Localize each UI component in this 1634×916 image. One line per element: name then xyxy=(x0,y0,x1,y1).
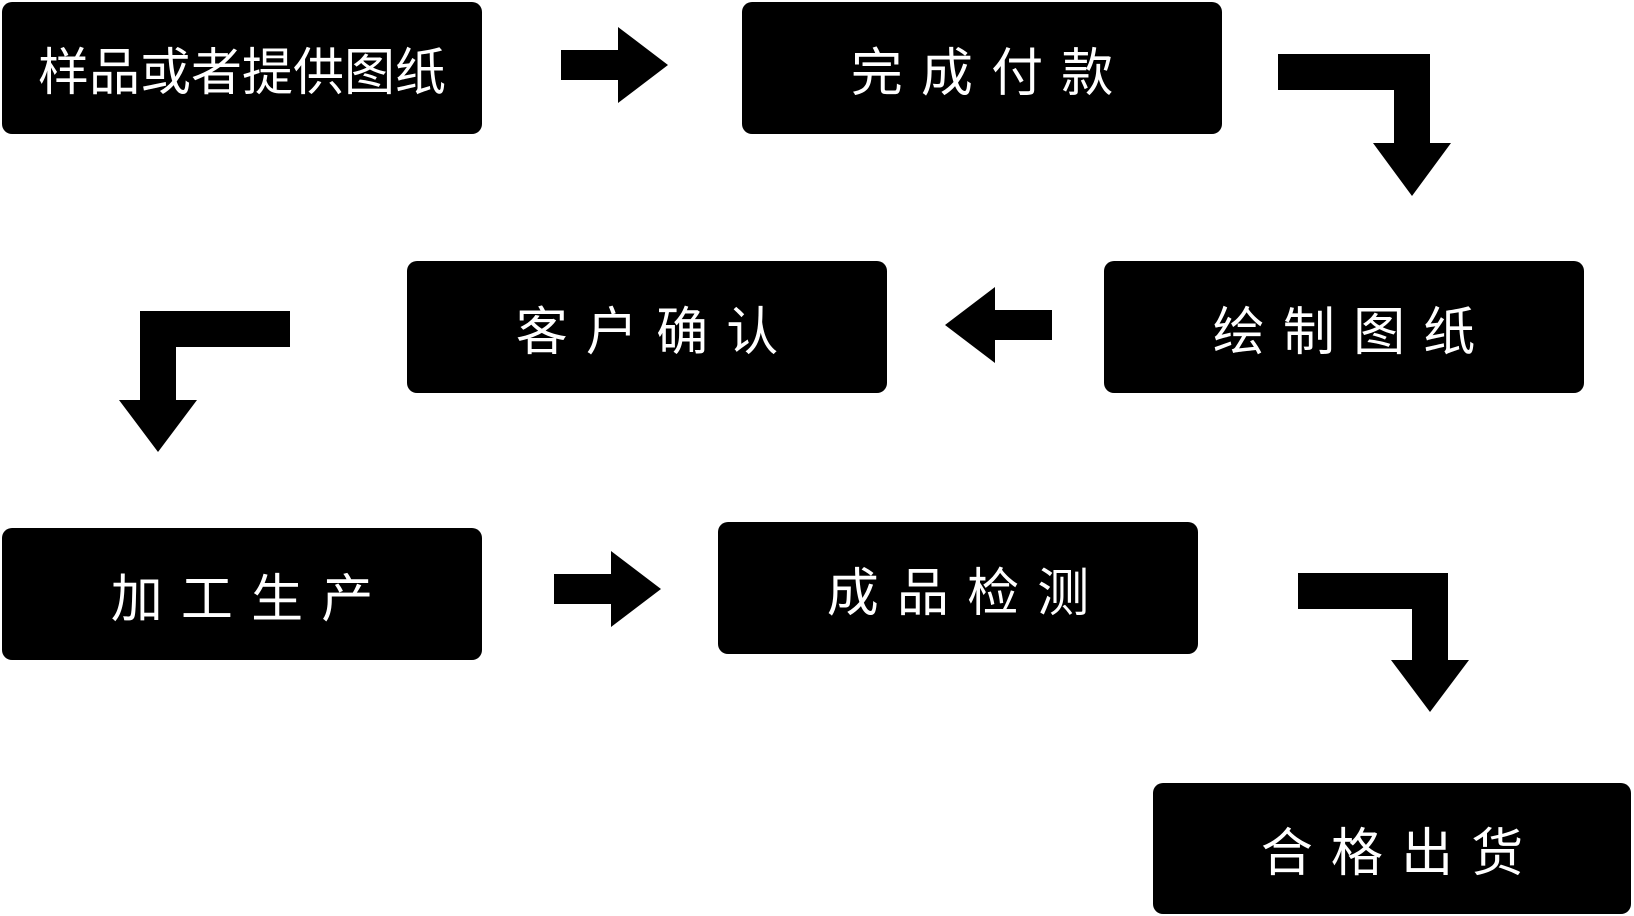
step-customer-confirm: 客户确认 xyxy=(407,261,887,393)
arrow-elbow-down-icon xyxy=(119,311,290,452)
step-label: 合格出货 xyxy=(1260,824,1542,884)
arrow-elbow-down-icon xyxy=(1278,54,1451,196)
step-qualified-shipment: 合格出货 xyxy=(1153,783,1631,914)
arrow-right-icon xyxy=(554,551,661,627)
arrow-left-icon xyxy=(945,287,1052,363)
step-label: 加工生产 xyxy=(110,569,392,630)
step-label: 样品或者提供图纸 xyxy=(37,44,446,103)
step-inspection: 成品检测 xyxy=(718,522,1198,654)
step-production: 加工生产 xyxy=(2,528,482,660)
arrow-elbow-down-icon xyxy=(1298,573,1469,712)
step-complete-payment: 完成付款 xyxy=(742,2,1222,134)
step-label: 完成付款 xyxy=(850,43,1132,104)
step-sample-or-drawings: 样品或者提供图纸 xyxy=(2,2,482,134)
step-label: 绘制图纸 xyxy=(1212,302,1494,363)
step-label: 客户确认 xyxy=(515,302,797,363)
step-draw-drawings: 绘制图纸 xyxy=(1104,261,1584,393)
step-label: 成品检测 xyxy=(826,563,1108,624)
arrow-right-icon xyxy=(561,27,668,103)
